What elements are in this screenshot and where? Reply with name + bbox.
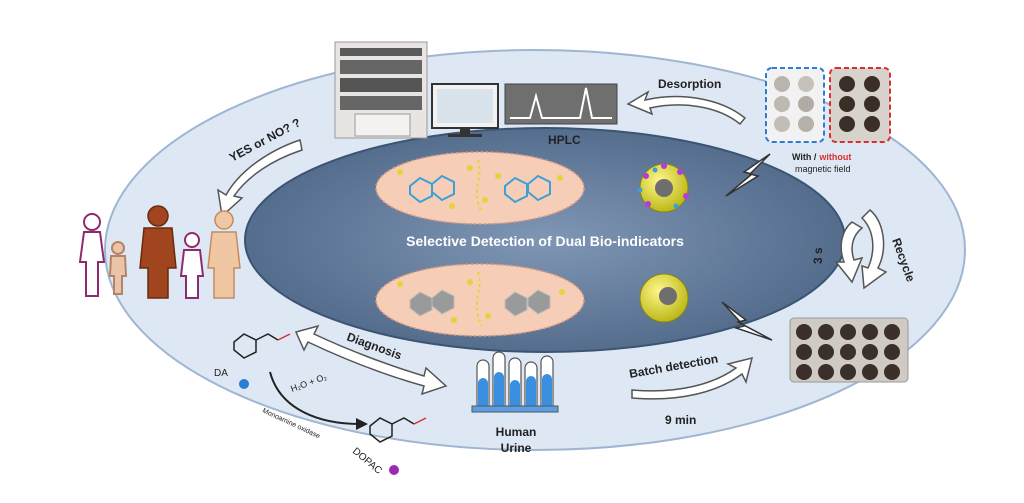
diagnosis-arrow <box>294 324 448 396</box>
batch-detection-arrow <box>631 356 754 400</box>
human-figures-icon <box>78 205 241 299</box>
monitor-icon <box>431 83 499 137</box>
human-label: Human <box>496 425 537 439</box>
three-seconds-label: 3 s <box>811 247 825 264</box>
field-label: With /without <box>792 152 851 162</box>
nine-min-label: 9 min <box>665 413 696 427</box>
without-label: without <box>818 152 851 162</box>
yes-no-arrow <box>217 139 303 218</box>
reaction-arrowhead <box>356 418 368 430</box>
dopac-molecule-icon <box>369 417 427 475</box>
with-label: With / <box>792 152 817 162</box>
center-title: Selective Detection of Dual Bio-indicato… <box>406 233 684 249</box>
batch-well-plate <box>789 317 909 383</box>
molecular-binding-bottom <box>375 263 585 337</box>
nanoparticle-top <box>637 163 689 213</box>
desorption-arrow <box>626 90 747 126</box>
molecular-binding-top <box>375 151 585 225</box>
reaction-arrow <box>269 371 361 425</box>
desorption-label: Desorption <box>658 77 721 91</box>
magnetic-field-label: magnetic field <box>795 164 851 174</box>
urine-test-tubes-icon <box>471 351 559 413</box>
da-molecule-icon <box>233 333 291 389</box>
recycle-arrows <box>834 208 888 290</box>
nanoparticle-bottom <box>639 273 689 323</box>
dopac-label: DOPAC <box>350 446 384 477</box>
wells-with-field <box>765 67 825 143</box>
hplc-label: HPLC <box>548 133 581 147</box>
lightning-bolt-top <box>725 153 771 197</box>
lightning-bolt-bottom <box>721 301 773 341</box>
da-label: DA <box>214 368 228 379</box>
chromatogram-icon <box>504 83 618 125</box>
wells-without-field <box>829 67 891 143</box>
urine-label: Urine <box>501 441 532 455</box>
hplc-instrument <box>334 41 428 139</box>
